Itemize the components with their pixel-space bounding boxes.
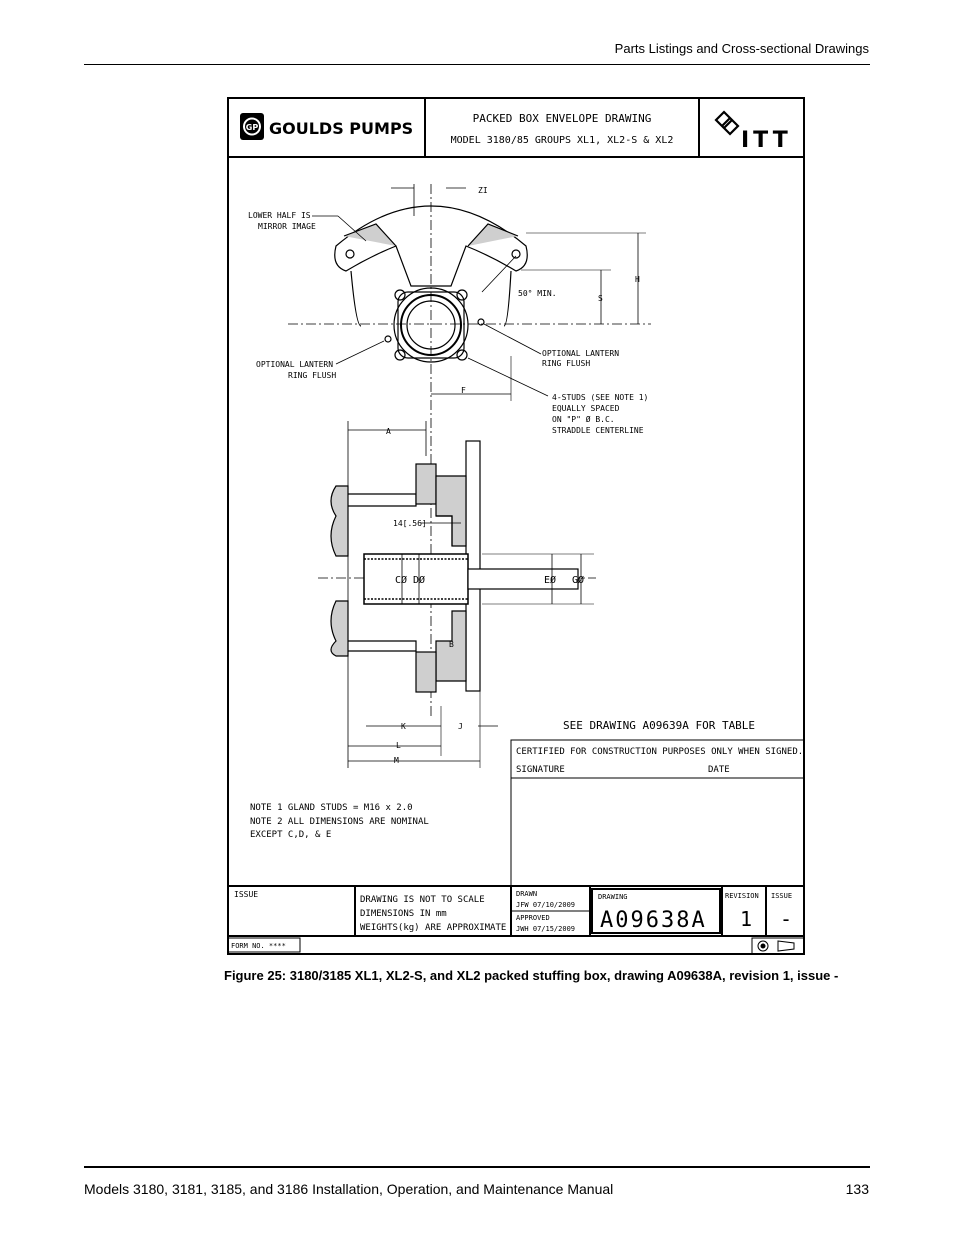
note-1: NOTE 1 GLAND STUDS = M16 x 2.0 <box>250 803 413 813</box>
engineering-drawing: GP GOULDS PUMPS PACKED BOX ENVELOPE DRAW… <box>227 97 805 955</box>
issue-value: - <box>780 907 792 931</box>
drawing-label: APPROVED <box>516 914 550 922</box>
drawing-label: DIMENSIONS IN mm <box>360 909 447 919</box>
drawing-label: CØ <box>395 574 407 586</box>
itt-text: ITT <box>741 128 792 153</box>
drawing-label: RING FLUSH <box>288 371 336 380</box>
drawing-label: REVISION <box>725 892 759 900</box>
revision-value: 1 <box>740 907 752 931</box>
drawing-label: M <box>394 756 399 765</box>
drawing-title-2: MODEL 3180/85 GROUPS XL1, XL2-S & XL2 <box>451 135 674 146</box>
drawing-label: L <box>396 741 401 750</box>
footer-manual-title: Models 3180, 3181, 3185, and 3186 Instal… <box>84 1181 614 1197</box>
drawing-label: B <box>449 640 454 649</box>
goulds-logo: GP <box>240 113 264 140</box>
drawing-label: ZI <box>478 186 488 195</box>
drawing-label: RING FLUSH <box>542 359 590 368</box>
drawing-label: EQUALLY SPACED <box>552 404 620 413</box>
drawing-label: SEE DRAWING A09639A FOR TABLE <box>563 719 755 732</box>
drawing-label: EØ <box>544 574 556 586</box>
drawing-label: DRAWING IS NOT TO SCALE <box>360 895 485 905</box>
drawing-label: JWH 07/15/2009 <box>516 925 575 933</box>
drawing-label: H <box>635 275 640 284</box>
footer-rule <box>84 1166 870 1168</box>
drawing-label: OPTIONAL LANTERN <box>256 360 333 369</box>
drawing-label: CERTIFIED FOR CONSTRUCTION PURPOSES ONLY… <box>516 747 803 757</box>
drawing-label: WEIGHTS(kg) ARE APPROXIMATE <box>360 923 506 933</box>
drawing-label: OPTIONAL LANTERN <box>542 349 619 358</box>
running-header: Parts Listings and Cross-sectional Drawi… <box>614 41 869 56</box>
title-block <box>227 885 805 955</box>
drawing-label: ISSUE <box>771 892 792 900</box>
drawing-label: 50° MIN. <box>518 289 557 298</box>
header-rule <box>84 64 870 65</box>
drawing-border <box>227 97 805 955</box>
drawing-label: GØ <box>572 574 584 586</box>
itt-logo <box>714 110 740 136</box>
note-3: EXCEPT C,D, & E <box>250 830 331 840</box>
drawing-label: FORM NO. **** <box>231 942 286 950</box>
drawing-label: S <box>598 294 603 303</box>
goulds-logo-mark: GP <box>246 123 259 132</box>
drawing-title-1: PACKED BOX ENVELOPE DRAWING <box>473 112 652 125</box>
drawing-label: JFW 07/10/2009 <box>516 901 575 909</box>
drawing-label: J <box>458 722 463 731</box>
drawing-number: A09638A <box>600 908 707 933</box>
drawing-label: SIGNATURE <box>516 765 565 775</box>
note-2: NOTE 2 ALL DIMENSIONS ARE NOMINAL <box>250 817 429 827</box>
drawing-label: MIRROR IMAGE <box>258 222 316 231</box>
page-number: 133 <box>845 1181 869 1197</box>
drawing-label: LOWER HALF IS <box>248 211 311 220</box>
drawing-label: A <box>386 427 391 436</box>
brand-name: GOULDS PUMPS <box>269 119 413 138</box>
gland-top-view <box>288 184 651 716</box>
drawing-label: 4-STUDS (SEE NOTE 1) <box>552 393 648 402</box>
drawing-label: 14[.56] <box>393 519 427 528</box>
figure-caption: Figure 25: 3180/3185 XL1, XL2-S, and XL2… <box>224 968 839 983</box>
drawing-label: DRAWN <box>516 890 537 898</box>
drawing-label: F <box>461 386 466 395</box>
drawing-label: ON "P" Ø B.C. <box>552 414 615 424</box>
drawing-label: ISSUE <box>234 890 258 899</box>
certification-box <box>510 739 805 887</box>
drawing-label: DRAWING <box>598 893 628 901</box>
drawing-label: DATE <box>708 765 730 775</box>
drawing-label: STRADDLE CENTERLINE <box>552 426 644 435</box>
drawing-label: DØ <box>413 574 425 586</box>
drawing-label: K <box>401 722 406 731</box>
stuffing-box-section <box>318 421 596 768</box>
